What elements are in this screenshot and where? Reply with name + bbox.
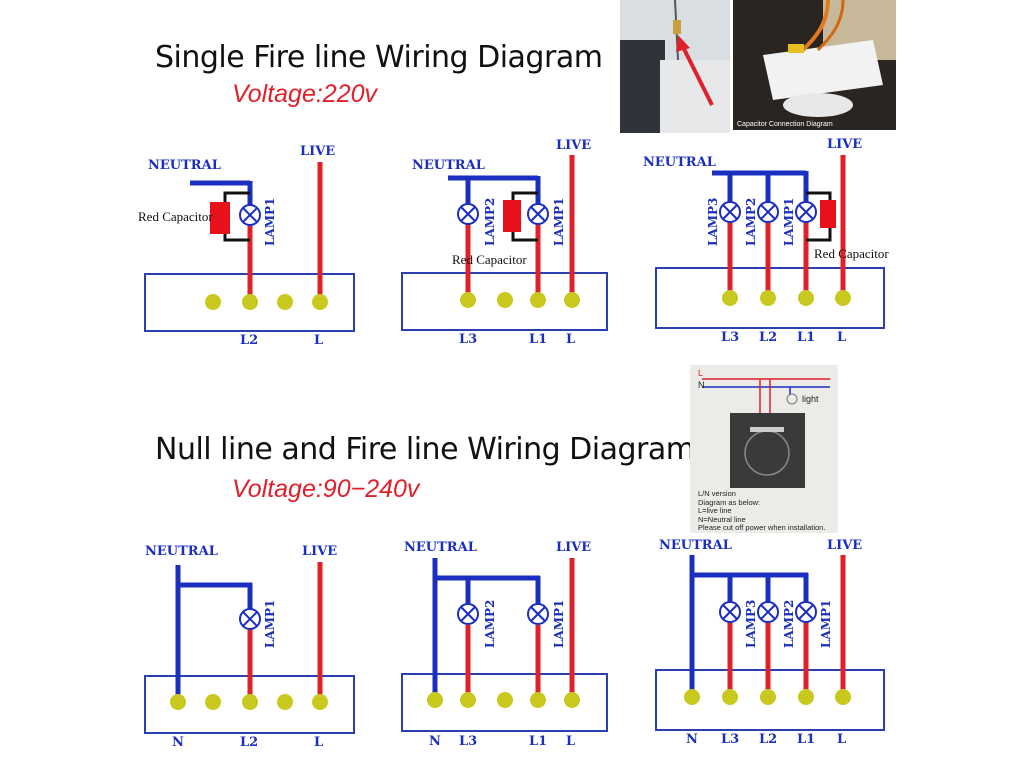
live-label: LIVE: [300, 144, 335, 159]
switch-box: [401, 272, 608, 331]
terminal-label-l3: L3: [459, 734, 477, 749]
diagram-single-2gang: [401, 155, 608, 331]
terminal-label-l1: L1: [797, 330, 815, 345]
terminal-label-l: L: [314, 735, 323, 750]
note-line: L=live line: [698, 506, 732, 515]
neutral-label: NEUTRAL: [643, 155, 716, 170]
live-label: LIVE: [827, 137, 862, 152]
lamp-label: LAMP2: [483, 600, 497, 648]
live-label: LIVE: [556, 540, 591, 555]
diagram-null-2gang: [401, 558, 608, 732]
diagram-null-1gang: [144, 562, 355, 734]
switch-photo: L N light L/N version Diagram as below: …: [690, 365, 838, 533]
capacitor-label: Red Capacitor: [814, 246, 889, 261]
terminal-label-n: N: [686, 732, 698, 747]
lamp-label: LAMP3: [744, 600, 758, 648]
note-line: N=Neutral line: [698, 514, 746, 524]
red-capacitor: [503, 200, 521, 232]
note-line: Diagram as below:: [698, 497, 761, 507]
capacitor-label: Red Capacitor: [138, 209, 213, 224]
terminal-label-l2: L2: [759, 732, 777, 747]
section2-voltage: Voltage:90−240v: [232, 475, 420, 503]
neutral-label: NEUTRAL: [404, 540, 477, 555]
ceiling-photo: [620, 0, 730, 133]
neutral-label: NEUTRAL: [412, 158, 485, 173]
diagram-single-3gang: [655, 155, 885, 329]
switch-photo-notes: L/N version Diagram as below: L=live lin…: [698, 489, 826, 533]
terminal-label-l2: L2: [759, 330, 777, 345]
lamp-label: LAMP3: [706, 198, 720, 246]
terminal-label-l2: L2: [240, 735, 258, 750]
lamp-label: LAMP2: [744, 198, 758, 246]
terminal-label-l1: L1: [529, 332, 547, 347]
terminal-label-l3: L3: [459, 332, 477, 347]
section2-title: Null line and Fire line Wiring Diagram: [155, 432, 695, 467]
section1-voltage: Voltage:220v: [232, 80, 378, 108]
lamp-label: LAMP1: [552, 198, 566, 246]
note-line: Please cut off power when installation.: [698, 523, 826, 532]
switch-photo-l-label: L: [698, 368, 704, 378]
terminal-label-l: L: [566, 332, 575, 347]
terminal-label-l1: L1: [797, 732, 815, 747]
lamp-label: LAMP2: [782, 600, 796, 648]
live-label: LIVE: [556, 138, 591, 153]
switch-photo-n-label: N: [698, 380, 705, 390]
lamp-label: LAMP2: [483, 198, 497, 246]
terminal-label-l: L: [837, 330, 846, 345]
terminal-label-l: L: [837, 732, 846, 747]
neutral-label: NEUTRAL: [145, 544, 218, 559]
lamp-label: LAMP1: [263, 198, 277, 246]
terminal-label-l2: L2: [240, 333, 258, 348]
lamp-label: LAMP1: [819, 600, 833, 648]
neutral-label: NEUTRAL: [148, 158, 221, 173]
section1-title: Single Fire line Wiring Diagram: [155, 40, 603, 75]
terminal-label-l: L: [566, 734, 575, 749]
terminal-label-n: N: [429, 734, 441, 749]
switch-photo-light-label: light: [802, 394, 819, 404]
terminal-label-n: N: [172, 735, 184, 750]
terminal-label-l3: L3: [721, 330, 739, 345]
terminal-label-l3: L3: [721, 732, 739, 747]
diagram-single-1gang: [144, 162, 355, 332]
neutral-label: NEUTRAL: [659, 538, 732, 553]
lamp1-icon: [239, 204, 261, 226]
switch-box: [401, 673, 608, 732]
red-capacitor: [820, 200, 836, 228]
lamp-label: LAMP1: [552, 600, 566, 648]
capacitor-label: Red Capacitor: [452, 252, 527, 267]
terminal-label-l1: L1: [529, 734, 547, 749]
capacitor-photo: Capacitor Connection Diagram: [733, 0, 896, 130]
diagram-null-3gang: [655, 555, 885, 731]
note-line: L/N version: [698, 489, 736, 498]
lamp-label: LAMP1: [263, 600, 277, 648]
lamp-label: LAMP1: [782, 198, 796, 246]
capacitor-photo-caption: Capacitor Connection Diagram: [737, 121, 833, 128]
live-label: LIVE: [827, 538, 862, 553]
live-label: LIVE: [302, 544, 337, 559]
terminal-label-l: L: [314, 333, 323, 348]
red-capacitor: [210, 202, 230, 234]
